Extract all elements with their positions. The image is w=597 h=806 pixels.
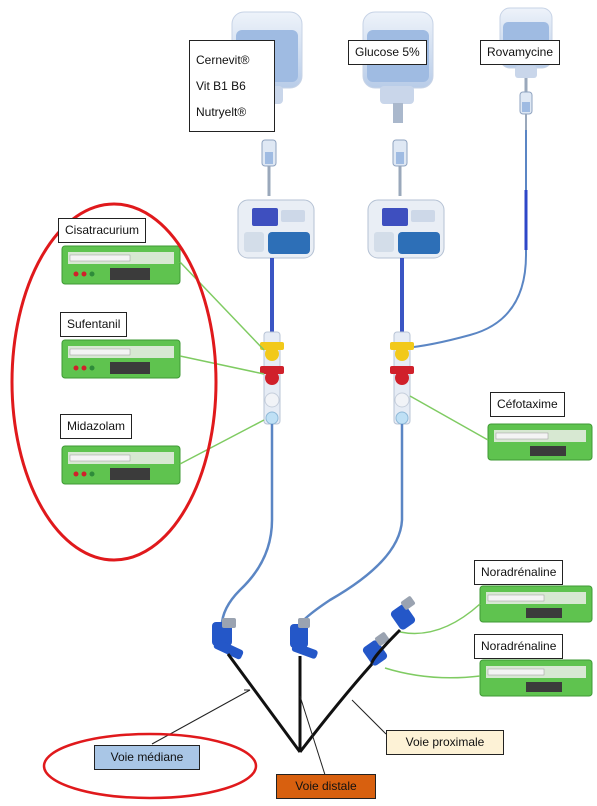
catheter-hub-icon (362, 596, 416, 666)
catheter-hub-icon (212, 618, 244, 660)
syringe-pump-icon (61, 445, 181, 485)
syringe-pump-icon (479, 585, 593, 623)
syringe-pump-icon (487, 423, 593, 461)
three-way-stopcock-icon (260, 331, 284, 425)
highlight-ellipse (42, 732, 258, 800)
pump-label-cisatracurium: Cisatracurium (58, 218, 147, 243)
drip-chamber-icon (392, 139, 408, 196)
tubing (220, 424, 274, 631)
bag-line-3: Nutryelt® (196, 105, 247, 119)
bag-label-cernevit: Cernevit® Vit B1 B6 Nutryelt® (189, 40, 275, 132)
syringe-pump-icon (61, 339, 181, 379)
highlight-ellipse (10, 202, 218, 562)
pump-label-noradrenaline-1: Noradrénaline (474, 560, 564, 585)
bag-line-1: Cernevit® (196, 53, 250, 67)
three-way-stopcock-icon (390, 331, 414, 425)
syringe-pump-icon (61, 245, 181, 285)
pump-label-cefotaxime: Céfotaxime (490, 392, 565, 417)
bag-label-rovamycine: Rovamycine (480, 40, 561, 65)
route-label-distal: Voie distale (276, 774, 376, 799)
volumetric-pump-icon (367, 199, 445, 259)
drip-chamber-icon (519, 78, 533, 130)
volumetric-pump-icon (237, 199, 315, 259)
bag-label-glucose: Glucose 5% (348, 40, 427, 65)
drip-chamber-icon (261, 139, 277, 196)
tubing (296, 424, 404, 629)
extension-lines (179, 261, 489, 679)
iv-bag-icon (362, 11, 434, 123)
route-label-median: Voie médiane (94, 745, 200, 770)
catheter-lumens (226, 628, 402, 753)
bag-line-2: Vit B1 B6 (196, 79, 246, 93)
tubing (403, 130, 527, 349)
pump-label-sufentanil: Sufentanil (60, 312, 128, 337)
route-label-proximal: Voie proximale (386, 730, 504, 755)
pump-label-midazolam: Midazolam (60, 414, 133, 439)
pump-label-noradrenaline-2: Noradrénaline (474, 634, 564, 659)
catheter-hub-icon (290, 618, 318, 659)
syringe-pump-icon (479, 659, 593, 697)
